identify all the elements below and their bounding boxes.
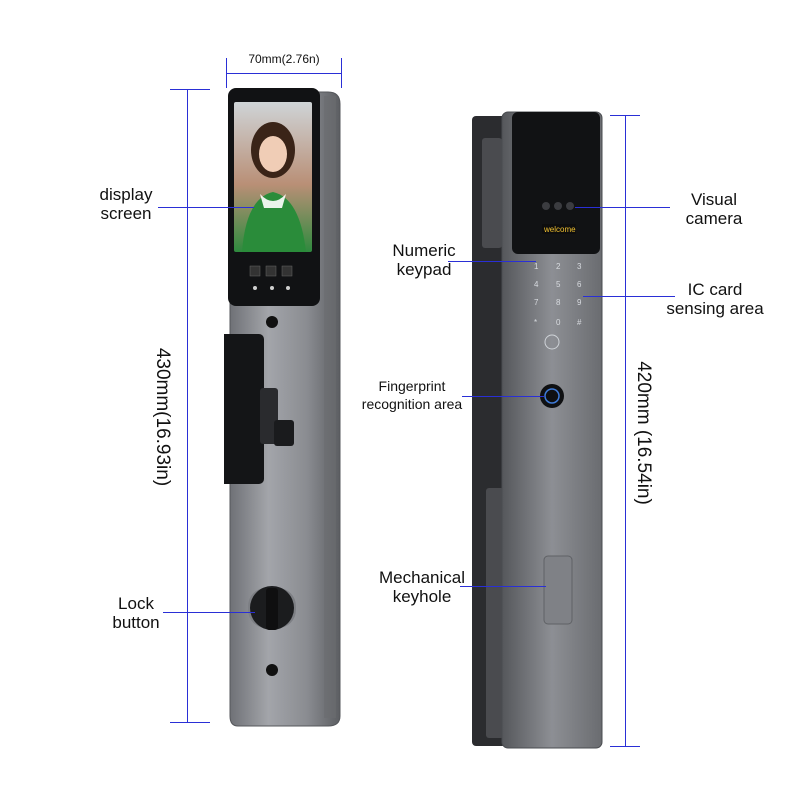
right-height-tick-bottom: [610, 746, 640, 747]
keypad-key: 3: [577, 262, 582, 271]
keypad-key: 0: [556, 318, 561, 327]
callout-numeric-keypad: Numeric keypad: [392, 241, 456, 279]
leader-lock-button: [163, 612, 255, 613]
keypad-key: #: [577, 318, 582, 327]
keypad-key: *: [534, 318, 538, 327]
callout-ic-card: IC card sensing area: [666, 280, 764, 318]
front-lock-drawing: [200, 88, 341, 727]
keypad-key: 2: [556, 262, 561, 271]
front-lock: [200, 88, 344, 728]
callout-mechanical-keyhole: Mechanical keyhole: [379, 568, 465, 606]
keypad-key: 4: [534, 280, 539, 289]
keypad-key: 8: [556, 298, 561, 307]
callout-display-screen: display screen: [99, 185, 153, 223]
right-height-label: 420mm (16.54in): [633, 361, 654, 505]
right-height-dimension-line: [625, 115, 626, 746]
side-lock-drawing: welcome: [472, 111, 603, 749]
callout-lock-button: Lock button: [112, 594, 160, 632]
keypad-key: 6: [577, 280, 582, 289]
width-dimension-line: [226, 73, 341, 74]
leader-numeric-keypad: [448, 261, 536, 262]
left-height-label: 430mm(16.93in): [152, 347, 173, 487]
callout-visual-camera: Visual camera: [685, 190, 743, 228]
callout-fingerprint: Fingerprint recognition area: [361, 378, 463, 412]
leader-display-screen: [158, 207, 254, 208]
left-height-tick-bottom: [170, 722, 210, 723]
leader-visual-camera: [575, 207, 670, 208]
keypad-key: 5: [556, 280, 561, 289]
keypad-key: 9: [577, 298, 582, 307]
left-height-tick-top: [170, 89, 210, 90]
leader-mechanical-keyhole: [460, 586, 546, 587]
keypad-key: 7: [534, 298, 539, 307]
leader-fingerprint: [462, 396, 544, 397]
left-height-dimension-line: [187, 89, 188, 722]
svg-text:welcome: welcome: [543, 225, 576, 234]
keypad-key: 1: [534, 262, 539, 271]
width-label: 70mm(2.76n): [248, 52, 320, 66]
side-lock: welcome: [466, 108, 606, 753]
leader-ic-card: [583, 296, 675, 297]
width-tick-right: [341, 58, 342, 88]
